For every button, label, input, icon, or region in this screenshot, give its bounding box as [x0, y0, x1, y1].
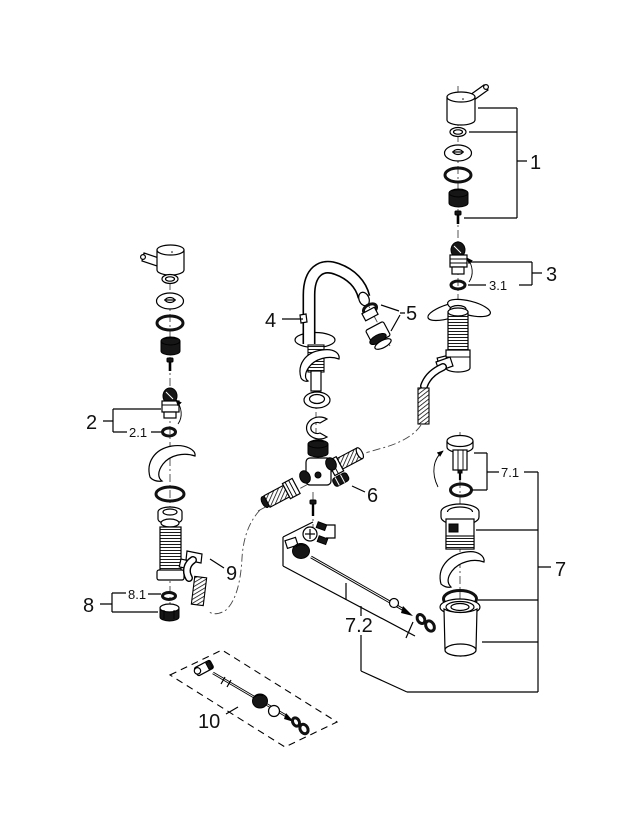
- callout-7: 7: [476, 472, 566, 692]
- body-slot: [448, 523, 459, 533]
- label-1: 1: [530, 152, 541, 174]
- rod-ball: [388, 597, 400, 609]
- callout-3: 3.1 3: [468, 261, 557, 293]
- label-2: 2: [86, 412, 97, 434]
- set-screw: [316, 535, 329, 546]
- check-valve-6: [332, 472, 350, 487]
- cartridge-right: [449, 241, 473, 291]
- rod-seal: [252, 693, 268, 709]
- label-6: 6: [367, 485, 378, 507]
- elbow-tube: [421, 364, 446, 389]
- rotation-arrow: [433, 450, 444, 488]
- washer-8-1: [161, 591, 177, 601]
- label-8-1: 8.1: [128, 587, 146, 602]
- label-10: 10: [198, 711, 220, 733]
- popup-rod-kit: [168, 649, 339, 748]
- callout-7-1: 7.1: [472, 452, 538, 491]
- o-ring: [443, 166, 473, 184]
- label-2-1: 2.1: [129, 425, 147, 440]
- spout-tube: [304, 262, 369, 344]
- escutcheon: [148, 445, 196, 482]
- label-3: 3: [546, 264, 557, 286]
- rod-lever-end: [193, 659, 214, 677]
- screw: [166, 357, 174, 363]
- label-3-1: 3.1: [489, 278, 507, 293]
- elbow-tube: [184, 557, 196, 581]
- tee-port: [325, 457, 337, 471]
- escutcheon: [299, 349, 340, 382]
- callout-5: 5: [380, 303, 417, 332]
- mounting-left: [148, 445, 196, 622]
- callout-2: 2.1 2: [86, 408, 161, 440]
- braided-hose: [190, 575, 208, 607]
- callout-7-2: 7.2: [345, 606, 538, 693]
- lever-tip: [483, 83, 490, 90]
- callout-9: 9: [209, 558, 237, 585]
- drain-assembly: [433, 434, 485, 657]
- lever-tip: [140, 254, 147, 261]
- callout-10: 10: [198, 706, 239, 733]
- o-ring-3-1: [449, 279, 467, 291]
- cartridge-left: [161, 387, 182, 438]
- washer: [155, 292, 185, 310]
- screw: [454, 210, 462, 216]
- label-5: 5: [406, 303, 417, 325]
- plug-stem: [452, 449, 468, 471]
- label-7-2: 7.2: [345, 615, 373, 637]
- drain-escutcheon: [439, 551, 485, 588]
- supply-elbow: [182, 550, 208, 607]
- braided-hose: [417, 387, 430, 425]
- callout-1: 1: [464, 107, 541, 219]
- ring: [161, 273, 179, 285]
- label-8: 8: [83, 595, 94, 617]
- washer: [443, 144, 473, 162]
- rotation-arrow: [175, 399, 182, 425]
- hose-end-left: [260, 477, 301, 508]
- screw: [309, 499, 317, 505]
- aerator-kit: [361, 302, 392, 350]
- horseshoe-clip: [306, 416, 329, 440]
- handle-stack-right: [443, 126, 473, 224]
- shank-tube: [310, 370, 322, 392]
- threaded-body: [447, 311, 469, 353]
- callout-8: 8.1 8: [83, 587, 161, 617]
- tee-port: [299, 470, 311, 484]
- ring: [449, 126, 467, 138]
- o-ring: [155, 314, 185, 332]
- shank-collar: [156, 569, 185, 581]
- valve-body-right: [417, 298, 492, 425]
- callout-4: 4: [265, 310, 303, 332]
- lever-handle-right: [446, 83, 490, 126]
- rod-o-ring: [415, 612, 427, 626]
- spout-mounting: [299, 344, 340, 458]
- valve-block: [282, 499, 436, 639]
- handle-stack-left: [155, 273, 185, 371]
- callout-6: 6: [351, 485, 378, 507]
- threaded-shank: [159, 526, 182, 573]
- rod-o-ring: [298, 722, 310, 736]
- rod-o-ring: [424, 619, 436, 633]
- label-4: 4: [265, 310, 276, 332]
- hose-routing-curve-left: [208, 509, 261, 615]
- set-screw: [315, 521, 328, 532]
- rod-tip: [401, 606, 413, 616]
- tee-connector: [260, 447, 365, 508]
- plug-o-ring: [449, 482, 473, 498]
- lever-handle-left: [140, 244, 185, 276]
- rod-o-ring: [290, 716, 302, 728]
- label-7-1: 7.1: [501, 465, 519, 480]
- base-o-ring: [154, 485, 186, 503]
- spout: [294, 260, 371, 349]
- label-7: 7: [555, 559, 566, 581]
- rod-ball: [267, 704, 281, 718]
- o-ring-2-1: [161, 426, 177, 438]
- spout-marker-tab: [299, 313, 308, 324]
- pivot-seal: [292, 543, 310, 559]
- rotation-arrow: [466, 257, 473, 283]
- kit-boundary: [168, 649, 339, 748]
- hose-routing-curve-right: [364, 424, 422, 454]
- label-9: 9: [226, 563, 237, 585]
